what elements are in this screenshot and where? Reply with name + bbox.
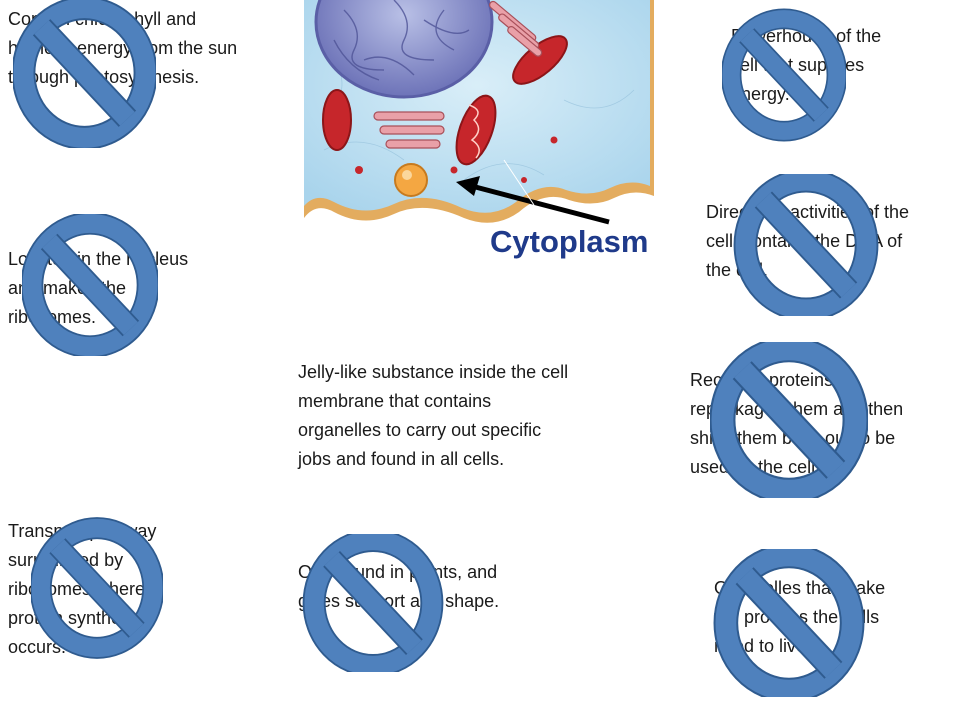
- prohibited-sign-icon: [722, 8, 846, 142]
- prohibited-sign-icon: [22, 214, 158, 356]
- prohibited-sign-icon: [13, 0, 156, 148]
- cytoplasm-text: Jelly-like substance inside the cell mem…: [298, 362, 569, 469]
- prohibited-sign-icon: [710, 342, 868, 498]
- prohibited-sign-icon: [713, 549, 865, 697]
- prohibited-sign-icon: [31, 517, 163, 659]
- prohibited-sign-icon: [302, 534, 444, 672]
- cell-illustration: [304, 0, 654, 225]
- prohibited-sign-icon: [733, 174, 879, 316]
- cytoplasm-label: Cytoplasm: [490, 224, 649, 259]
